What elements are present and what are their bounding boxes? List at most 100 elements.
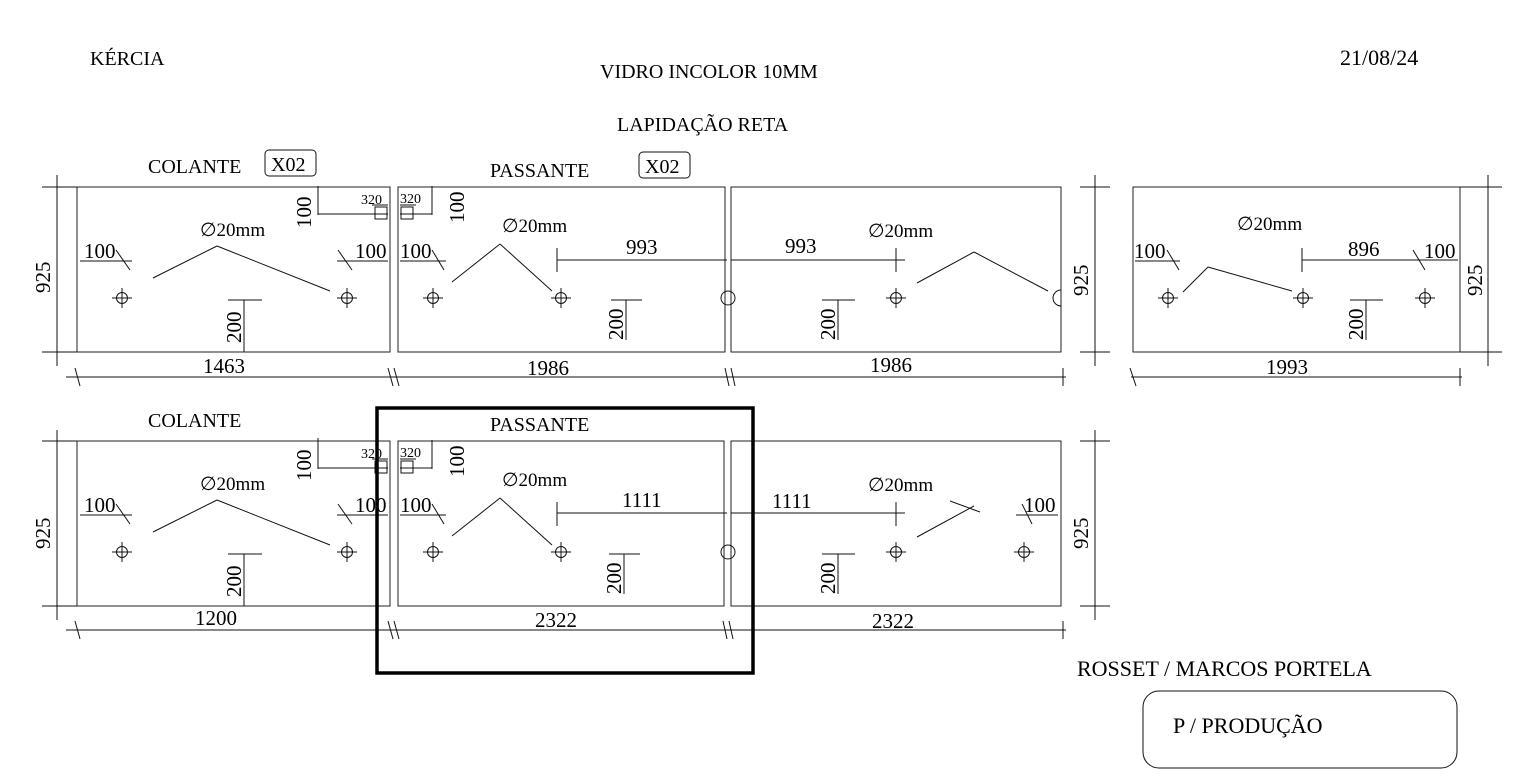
height-dim-r1-mid: 925 bbox=[1069, 175, 1110, 366]
svg-text:100: 100 bbox=[1024, 493, 1056, 517]
hole-marker bbox=[551, 288, 571, 308]
qty-box-passante bbox=[638, 151, 691, 179]
svg-text:100: 100 bbox=[400, 493, 432, 517]
width-r1-1: 1463 bbox=[203, 354, 245, 378]
svg-text:100: 100 bbox=[355, 493, 387, 517]
svg-text:100: 100 bbox=[84, 493, 116, 517]
width-dims-row1: 1463 1986 1986 1993 bbox=[66, 353, 1462, 387]
svg-text:1111: 1111 bbox=[772, 489, 812, 513]
hole-marker bbox=[112, 542, 132, 562]
svg-text:∅20mm: ∅20mm bbox=[868, 221, 933, 242]
panel-r2-3-details: 1111 ∅20mm 200 100 bbox=[731, 475, 1058, 594]
svg-text:100: 100 bbox=[84, 239, 116, 263]
svg-text:200: 200 bbox=[604, 309, 628, 341]
selection-box bbox=[375, 406, 755, 675]
svg-text:100: 100 bbox=[445, 446, 469, 478]
svg-text:∅20mm: ∅20mm bbox=[1237, 214, 1302, 235]
qty-box-colante bbox=[264, 149, 317, 177]
svg-text:925: 925 bbox=[31, 262, 55, 294]
hole-marker bbox=[886, 542, 906, 562]
qty-passante: X02 bbox=[645, 156, 679, 178]
edge-notch bbox=[720, 544, 736, 560]
svg-text:993: 993 bbox=[785, 234, 817, 258]
width-r1-2: 1986 bbox=[527, 356, 569, 380]
svg-text:993: 993 bbox=[626, 235, 658, 259]
svg-text:100: 100 bbox=[292, 450, 316, 482]
label-colante-row1: COLANTE bbox=[148, 156, 241, 178]
holes-layer bbox=[112, 288, 1435, 562]
svg-text:200: 200 bbox=[602, 563, 626, 595]
hole-marker bbox=[1293, 288, 1313, 308]
hole-marker bbox=[1158, 288, 1178, 308]
finish-type: LAPIDAÇÃO RETA bbox=[617, 112, 789, 136]
edge-notch bbox=[720, 290, 736, 306]
hole-marker bbox=[551, 542, 571, 562]
width-r2-3: 2322 bbox=[872, 609, 914, 633]
panel-r1-1 bbox=[76, 186, 391, 353]
svg-text:∅20mm: ∅20mm bbox=[868, 475, 933, 496]
height-dim-r2-right: 925 bbox=[1069, 430, 1110, 620]
svg-text:100: 100 bbox=[1134, 239, 1166, 263]
panel-r1-1-details: 100 100 ∅20mm 200 100 320 bbox=[80, 186, 388, 352]
panel-r1-2-details: 100 ∅20mm 993 200 320 100 bbox=[400, 186, 727, 340]
width-r2-2: 2322 bbox=[535, 608, 577, 632]
panel-r2-3 bbox=[730, 440, 1062, 607]
svg-text:100: 100 bbox=[355, 239, 387, 263]
svg-text:320: 320 bbox=[400, 446, 421, 461]
glass-type: VIDRO INCOLOR 10MM bbox=[600, 61, 818, 83]
svg-text:320: 320 bbox=[361, 193, 382, 208]
svg-text:100: 100 bbox=[292, 197, 316, 229]
svg-text:925: 925 bbox=[1069, 265, 1093, 297]
width-dims-row2: 1200 2322 2322 bbox=[66, 606, 1066, 640]
width-r1-4: 1993 bbox=[1266, 355, 1308, 379]
footer-client: ROSSET / MARCOS PORTELA bbox=[1077, 656, 1372, 681]
panel-r1-3 bbox=[730, 186, 1062, 353]
svg-text:100: 100 bbox=[400, 239, 432, 263]
hole-marker bbox=[423, 542, 443, 562]
panel-r1-4 bbox=[1132, 186, 1461, 353]
stamp-box bbox=[1142, 690, 1458, 769]
svg-text:200: 200 bbox=[222, 566, 246, 598]
svg-text:∅20mm: ∅20mm bbox=[200, 474, 265, 495]
svg-text:200: 200 bbox=[1344, 309, 1368, 341]
label-passante-row1: PASSANTE bbox=[490, 160, 589, 182]
svg-text:925: 925 bbox=[31, 518, 55, 550]
label-colante-row2: COLANTE bbox=[148, 410, 241, 432]
hole-marker bbox=[112, 288, 132, 308]
panel-r1-2 bbox=[397, 186, 726, 353]
panel-r1-4-details: 100 ∅20mm 896 100 200 bbox=[1134, 214, 1458, 340]
svg-text:200: 200 bbox=[816, 309, 840, 341]
stamp-text: P / PRODUÇÃO bbox=[1173, 713, 1323, 738]
hole-marker bbox=[337, 288, 357, 308]
date: 21/08/24 bbox=[1340, 45, 1418, 70]
width-r2-1: 1200 bbox=[195, 606, 237, 630]
label-passante-row2: PASSANTE bbox=[490, 414, 589, 436]
hole-marker bbox=[1415, 288, 1435, 308]
svg-text:925: 925 bbox=[1069, 518, 1093, 550]
svg-text:100: 100 bbox=[445, 192, 469, 224]
hole-marker bbox=[423, 288, 443, 308]
svg-text:896: 896 bbox=[1348, 237, 1380, 261]
svg-text:∅20mm: ∅20mm bbox=[502, 216, 567, 237]
hole-marker bbox=[1014, 542, 1034, 562]
panel-r2-2 bbox=[397, 440, 725, 607]
svg-text:320: 320 bbox=[400, 192, 421, 207]
panel-r2-2-details: 100 ∅20mm 1111 200 320 100 bbox=[400, 440, 727, 594]
svg-text:200: 200 bbox=[222, 312, 246, 344]
hole-marker bbox=[337, 542, 357, 562]
svg-text:1111: 1111 bbox=[622, 488, 662, 512]
svg-text:∅20mm: ∅20mm bbox=[200, 220, 265, 241]
svg-text:100: 100 bbox=[1424, 239, 1456, 263]
qty-colante: X02 bbox=[271, 154, 305, 176]
width-r1-3: 1986 bbox=[870, 353, 912, 377]
edge-notch bbox=[1052, 289, 1062, 307]
height-dim-r1-right: 925 bbox=[1460, 175, 1502, 366]
svg-text:200: 200 bbox=[816, 563, 840, 595]
panel-r1-3-details: 993 ∅20mm 200 bbox=[731, 221, 1049, 341]
client-name: KÉRCIA bbox=[90, 47, 165, 70]
svg-text:∅20mm: ∅20mm bbox=[502, 470, 567, 491]
panel-r2-1-details: 100 100 ∅20mm 200 100 320 bbox=[80, 438, 388, 606]
panel-r2-1 bbox=[76, 440, 391, 607]
svg-text:925: 925 bbox=[1463, 265, 1487, 297]
